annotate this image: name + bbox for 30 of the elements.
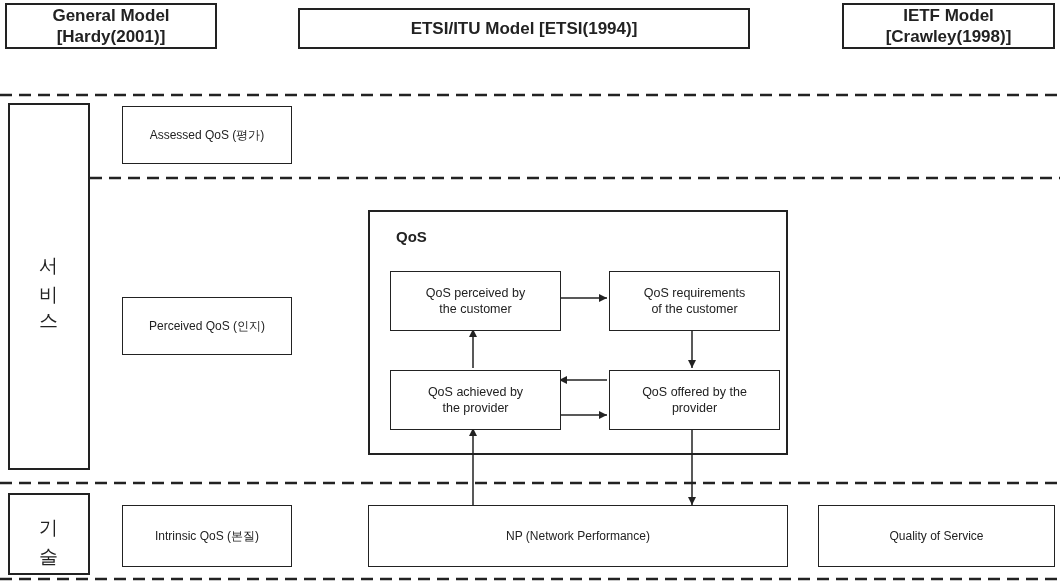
node-label: QoS perceived by the customer [424,285,527,317]
process-box [122,505,292,567]
node-label: 기술 [38,505,61,563]
group-title: QoS [396,228,427,245]
node-label: QoS achieved by the provider [426,384,525,416]
node-label: 서비스 [38,243,61,330]
process-box [818,505,1055,567]
process-box [122,297,292,355]
band-box [8,493,90,575]
node-label: General Model [Hardy(2001)] [51,5,171,47]
header-box [842,3,1055,49]
process-box [390,370,561,430]
node-label: ETSI/ITU Model [ETSI(1994)] [410,18,638,39]
node-label: IETF Model [Crawley(1998)] [884,5,1013,47]
group-box [368,210,788,455]
node-label: QoS offered by the provider [641,384,748,416]
process-box [390,271,561,331]
node-label: NP (Network Performance) [506,528,650,544]
node-label: QoS requirements of the customer [642,285,747,317]
process-box [368,505,788,567]
process-box [609,271,780,331]
node-label: Perceived QoS (인지) [148,318,265,334]
header-box [298,8,750,49]
node-label: Quality of Service [889,528,984,544]
node-label: Assessed QoS (평가) [149,127,265,143]
band-box [8,103,90,470]
header-box [5,3,217,49]
node-label: Intrinsic QoS (본질) [155,528,259,544]
process-box [609,370,780,430]
process-box [122,106,292,164]
